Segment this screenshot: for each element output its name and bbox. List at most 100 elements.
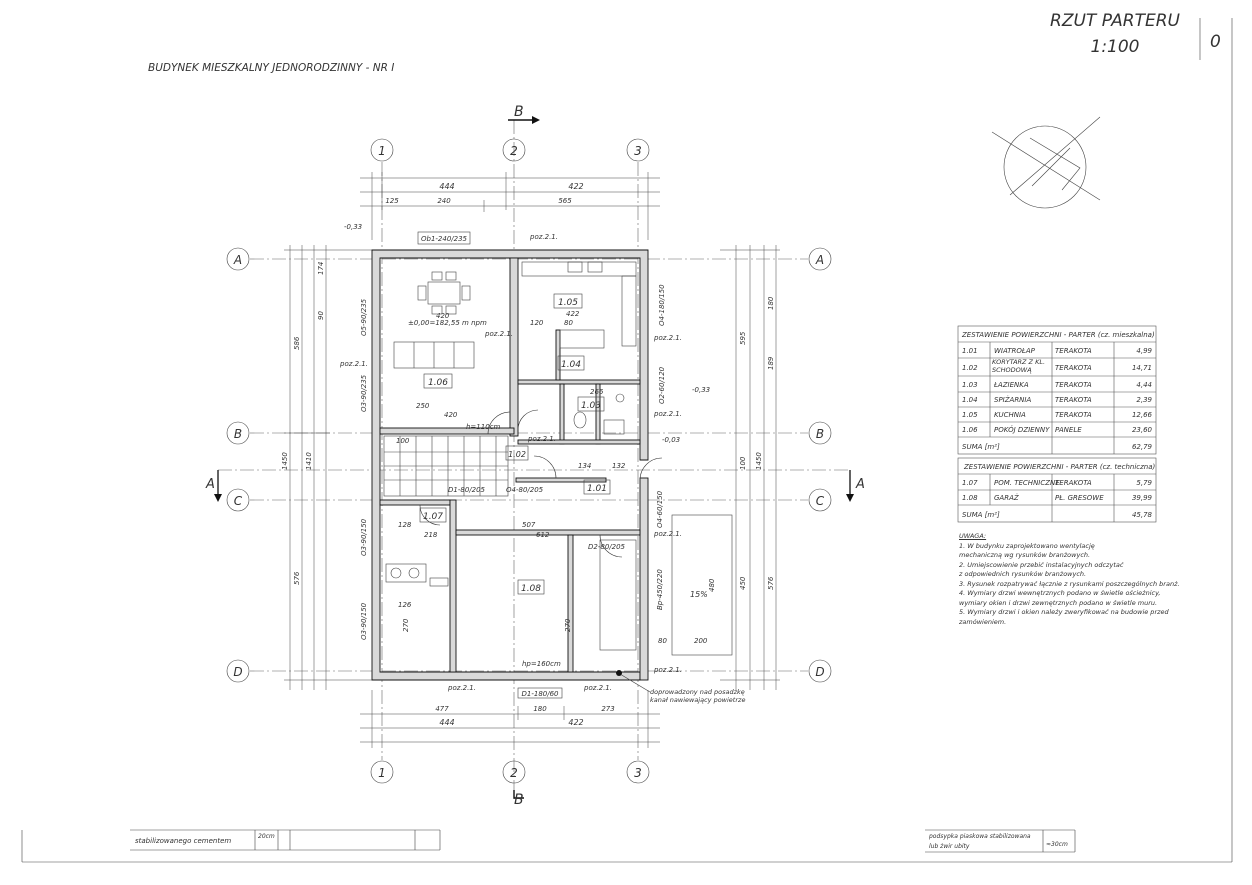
axis-label-b-right: B (816, 427, 824, 441)
room-number-107: 1.07 (423, 512, 443, 522)
notes-line-1: 1. W budynku zaprojektowano wentylację (959, 541, 1095, 550)
t1-r5-area: 23,60 (1132, 426, 1153, 434)
t1-sum-value: 62,79 (1132, 443, 1153, 451)
vent-leader (619, 673, 651, 693)
window-tag-left3: O3-90/150 (360, 518, 368, 556)
room-box-104 (557, 355, 585, 371)
tech-room-boiler-icon (385, 563, 449, 587)
dim-left-174: 174 (317, 262, 325, 275)
t1-r4-no: 1.05 (962, 411, 978, 419)
t1-r0-name: WIATROŁAP (994, 347, 1036, 355)
bottom-left-note2: 20cm (258, 833, 275, 840)
building-title: BUDYNEK MIESZKALNY JEDNORODZINNY - NR I (148, 62, 394, 74)
dim-right-100: 100 (739, 456, 747, 470)
t1-r5-no: 1.06 (962, 426, 978, 434)
room-box-106 (423, 373, 453, 389)
room-box-105 (553, 293, 583, 309)
t1-r2-name: ŁAZIENKA (993, 381, 1029, 389)
dim-left-586: 586 (293, 336, 301, 350)
railing-height: h=110cm (466, 423, 501, 431)
room-number-106: 1.06 (428, 378, 448, 388)
axis-bubble-1-top (370, 138, 394, 162)
dim-int-270a: 270 (402, 618, 410, 632)
dim-top-444: 444 (439, 182, 454, 191)
room-box-108 (517, 579, 545, 595)
t1-r1-name: KORYTARZ Z KL. SCHODOWĄ (992, 359, 1046, 374)
axis-label-3-bottom: 3 (634, 766, 642, 780)
kitchen-counter-icon (521, 261, 637, 349)
t2-r1-area: 39,99 (1132, 494, 1153, 502)
t1-r4-floor: TERAKOTA (1055, 411, 1092, 419)
pos21-left: poz.2.1. (339, 360, 368, 368)
dim-bottom-180: 180 (533, 705, 547, 713)
sheet-scale: 1:100 (1091, 37, 1140, 57)
section-b-label-top: B (514, 104, 524, 120)
dining-table-icon (417, 271, 471, 315)
room-box-102 (505, 445, 529, 461)
axis-bubble-b-left (226, 421, 250, 445)
axis-label-c-right: C (816, 494, 825, 508)
axis-bubble-2-bottom (502, 760, 526, 784)
dim-top-240: 240 (437, 197, 451, 205)
bottom-right-note1: podsypka piaskowa stabilizowana (928, 833, 1031, 840)
room-number-103: 1.03 (581, 401, 601, 411)
dim-right-180: 180 (767, 296, 775, 310)
dim-int-120: 120 (530, 319, 544, 327)
axis-grid (250, 162, 808, 760)
pos21-bottom2: poz.2.1. (583, 684, 612, 692)
notes-line-2: mechaniczną wg rysunków branżowych. (959, 551, 1091, 559)
dim-left-576: 576 (293, 571, 301, 585)
t1-r5-floor: PANELE (1055, 426, 1082, 434)
bathroom-fixtures-icon (573, 393, 625, 435)
t1-r4-name: KUCHNIA (994, 411, 1026, 419)
pos21-right2: poz.2.1. (653, 410, 682, 418)
door-tag-bottom-box (517, 687, 563, 699)
pos21-top: poz.2.1. (529, 233, 558, 241)
axis-label-2-top: 2 (510, 144, 518, 158)
sheet-title: RZUT PARTERU (1050, 11, 1180, 31)
window-tag-right3: O4-60/150 (656, 490, 664, 528)
axis-label-3-top: 3 (634, 144, 642, 158)
dim-top-422: 422 (568, 182, 583, 191)
t1-r0-area: 4,99 (1136, 347, 1152, 355)
t2-r0-no: 1.07 (962, 479, 978, 487)
door-tag-hall: O4-80/205 (506, 486, 544, 494)
bottom-right-note2: lub żwir ubity (929, 843, 970, 850)
axis-bubble-1-bottom (370, 760, 394, 784)
door-tag-bottom: D1-180/60 (522, 690, 560, 698)
door-tag-garage: D2-80/205 (588, 543, 626, 551)
t1-r3-area: 2,39 (1136, 396, 1152, 404)
sofa-icon (393, 341, 475, 369)
notes-line-4: z odpowiednich rysunków branżowych. (959, 570, 1087, 578)
room-number-108: 1.08 (521, 584, 541, 594)
window-tag-left1: O5-90/235 (360, 298, 368, 336)
vent-note: doprowadzony nad posadzkę kanał nawiewaj… (650, 688, 746, 704)
internal-walls (379, 257, 641, 673)
t1-r2-area: 4,44 (1136, 381, 1152, 389)
axis-label-a-left: A (233, 253, 242, 267)
t1-r5-name: POKÓJ DZIENNY (994, 425, 1050, 434)
north-arrow-icon (991, 116, 1101, 209)
t1-r1-area: 14,71 (1132, 364, 1152, 372)
t2-sum-value: 45,78 (1132, 511, 1153, 519)
axis-bubble-c-right (808, 488, 832, 512)
dim-int-218: 218 (424, 531, 438, 539)
dim-int-126: 126 (398, 601, 412, 609)
pos21-bottom1: poz.2.1. (447, 684, 476, 692)
level-minus-003: -0,03 (662, 436, 680, 444)
t1-r0-floor: TERAKOTA (1055, 347, 1092, 355)
dimension-chains-top (360, 172, 660, 240)
dim-int-420b: 420 (444, 411, 458, 419)
t1-r3-name: SPIŻARNIA (994, 395, 1031, 404)
door-tag-stair: D1-80/205 (448, 486, 486, 494)
room-number-104: 1.04 (561, 360, 581, 370)
room-box-107 (419, 507, 447, 523)
room-number-102: 1.02 (508, 450, 526, 459)
dim-int-250: 250 (416, 402, 430, 410)
section-line-a: A A (205, 469, 865, 502)
t1-sum-label: SUMA [m²] (962, 443, 1000, 451)
notes-line-5: 3. Rysunek rozpatrywać łącznie z rysunka… (959, 579, 1180, 588)
dim-right-189: 189 (767, 356, 775, 370)
window-tag-right1: O4-180/150 (658, 284, 666, 326)
